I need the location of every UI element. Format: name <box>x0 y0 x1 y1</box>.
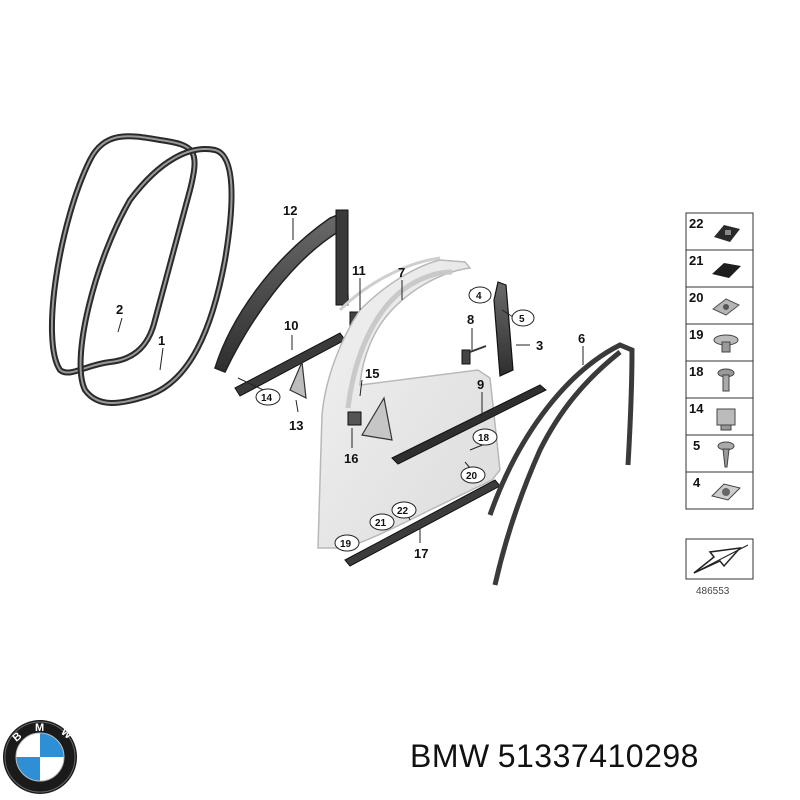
legend-number-4: 4 <box>693 475 701 490</box>
legend-number-20: 20 <box>689 290 703 305</box>
callout-12: 12 <box>283 203 297 218</box>
legend-row-22: 22 <box>685 212 754 251</box>
rear-door-seal <box>487 342 635 586</box>
legend-number-22: 22 <box>689 216 703 231</box>
legend-number-18: 18 <box>689 364 703 379</box>
fastener-icon-19 <box>713 334 739 353</box>
bmw-logo: B M W <box>3 720 77 794</box>
callout-13: 13 <box>289 418 303 433</box>
svg-text:20: 20 <box>466 471 478 482</box>
svg-text:19: 19 <box>340 539 352 550</box>
legend-number-14: 14 <box>689 401 704 416</box>
legend-row-4: 4 <box>685 471 754 510</box>
callout-7: 7 <box>398 265 405 280</box>
svg-text:M: M <box>35 722 44 734</box>
svg-text:18: 18 <box>478 433 490 444</box>
svg-text:4: 4 <box>476 291 482 302</box>
circled-callout-5: 5 <box>511 309 535 327</box>
callout-17: 17 <box>414 546 428 561</box>
legend-row-14: 14 <box>685 397 754 436</box>
callout-10: 10 <box>284 318 298 333</box>
circled-callout-4: 4 <box>468 286 492 304</box>
legend-row-19: 19 <box>685 323 754 362</box>
caption-part-number: 51337410298 <box>497 738 699 774</box>
window-frame-strip <box>345 269 453 409</box>
svg-text:14: 14 <box>261 393 273 404</box>
callout-15: 15 <box>365 366 379 381</box>
window-frame-trim <box>214 209 349 373</box>
door-seal-outer <box>48 133 198 376</box>
legend-number-21: 21 <box>689 253 703 268</box>
bracket-part-8 <box>461 349 471 365</box>
svg-text:5: 5 <box>519 314 525 325</box>
legend-number-5: 5 <box>693 438 700 453</box>
svg-text:21: 21 <box>375 518 387 529</box>
door-seal-inner <box>77 146 235 406</box>
legend-row-18: 18 <box>685 360 754 399</box>
legend-arrow-box <box>685 538 754 580</box>
belt-moulding-outer <box>391 384 547 465</box>
circled-callout-20: 20 <box>460 466 486 484</box>
fastener-icon-5 <box>717 441 735 468</box>
fastener-icon-18 <box>717 368 735 392</box>
mirror-triangle-15 <box>361 396 393 441</box>
callout-9: 9 <box>477 377 484 392</box>
callout-2: 2 <box>116 302 123 317</box>
circled-callout-22: 22 <box>391 501 417 519</box>
legend-number-19: 19 <box>689 327 703 342</box>
circled-callout-14: 14 <box>255 388 281 406</box>
callout-11: 11 <box>352 263 366 278</box>
callout-8: 8 <box>467 312 474 327</box>
mirror-triangle-cover <box>289 359 307 400</box>
legend-row-21: 21 <box>685 249 754 288</box>
door-panel <box>317 256 501 549</box>
reference-number: 486553 <box>696 586 730 597</box>
circled-callout-19: 19 <box>334 534 360 552</box>
callout-1: 1 <box>158 333 165 348</box>
fastener-icon-20 <box>712 298 740 316</box>
callout-6: 6 <box>578 331 585 346</box>
clip-part-16 <box>347 411 362 426</box>
b-pillar-trim <box>493 281 514 377</box>
fastener-icon-4 <box>711 483 741 501</box>
fastener-icon-21 <box>712 263 741 278</box>
callout-3: 3 <box>536 338 543 353</box>
circled-callout-18: 18 <box>472 428 498 446</box>
fastener-icon-14 <box>716 408 736 431</box>
svg-text:22: 22 <box>397 506 409 517</box>
fastener-icon-22 <box>714 225 740 242</box>
legend-row-5: 5 <box>685 434 754 473</box>
fastener-legend: 22 21 20 19 18 14 5 4 <box>685 212 754 510</box>
legend-row-20: 20 <box>685 286 754 325</box>
circled-callout-21: 21 <box>369 513 395 531</box>
callout-16: 16 <box>344 451 358 466</box>
caption-brand: BMW <box>410 738 490 774</box>
